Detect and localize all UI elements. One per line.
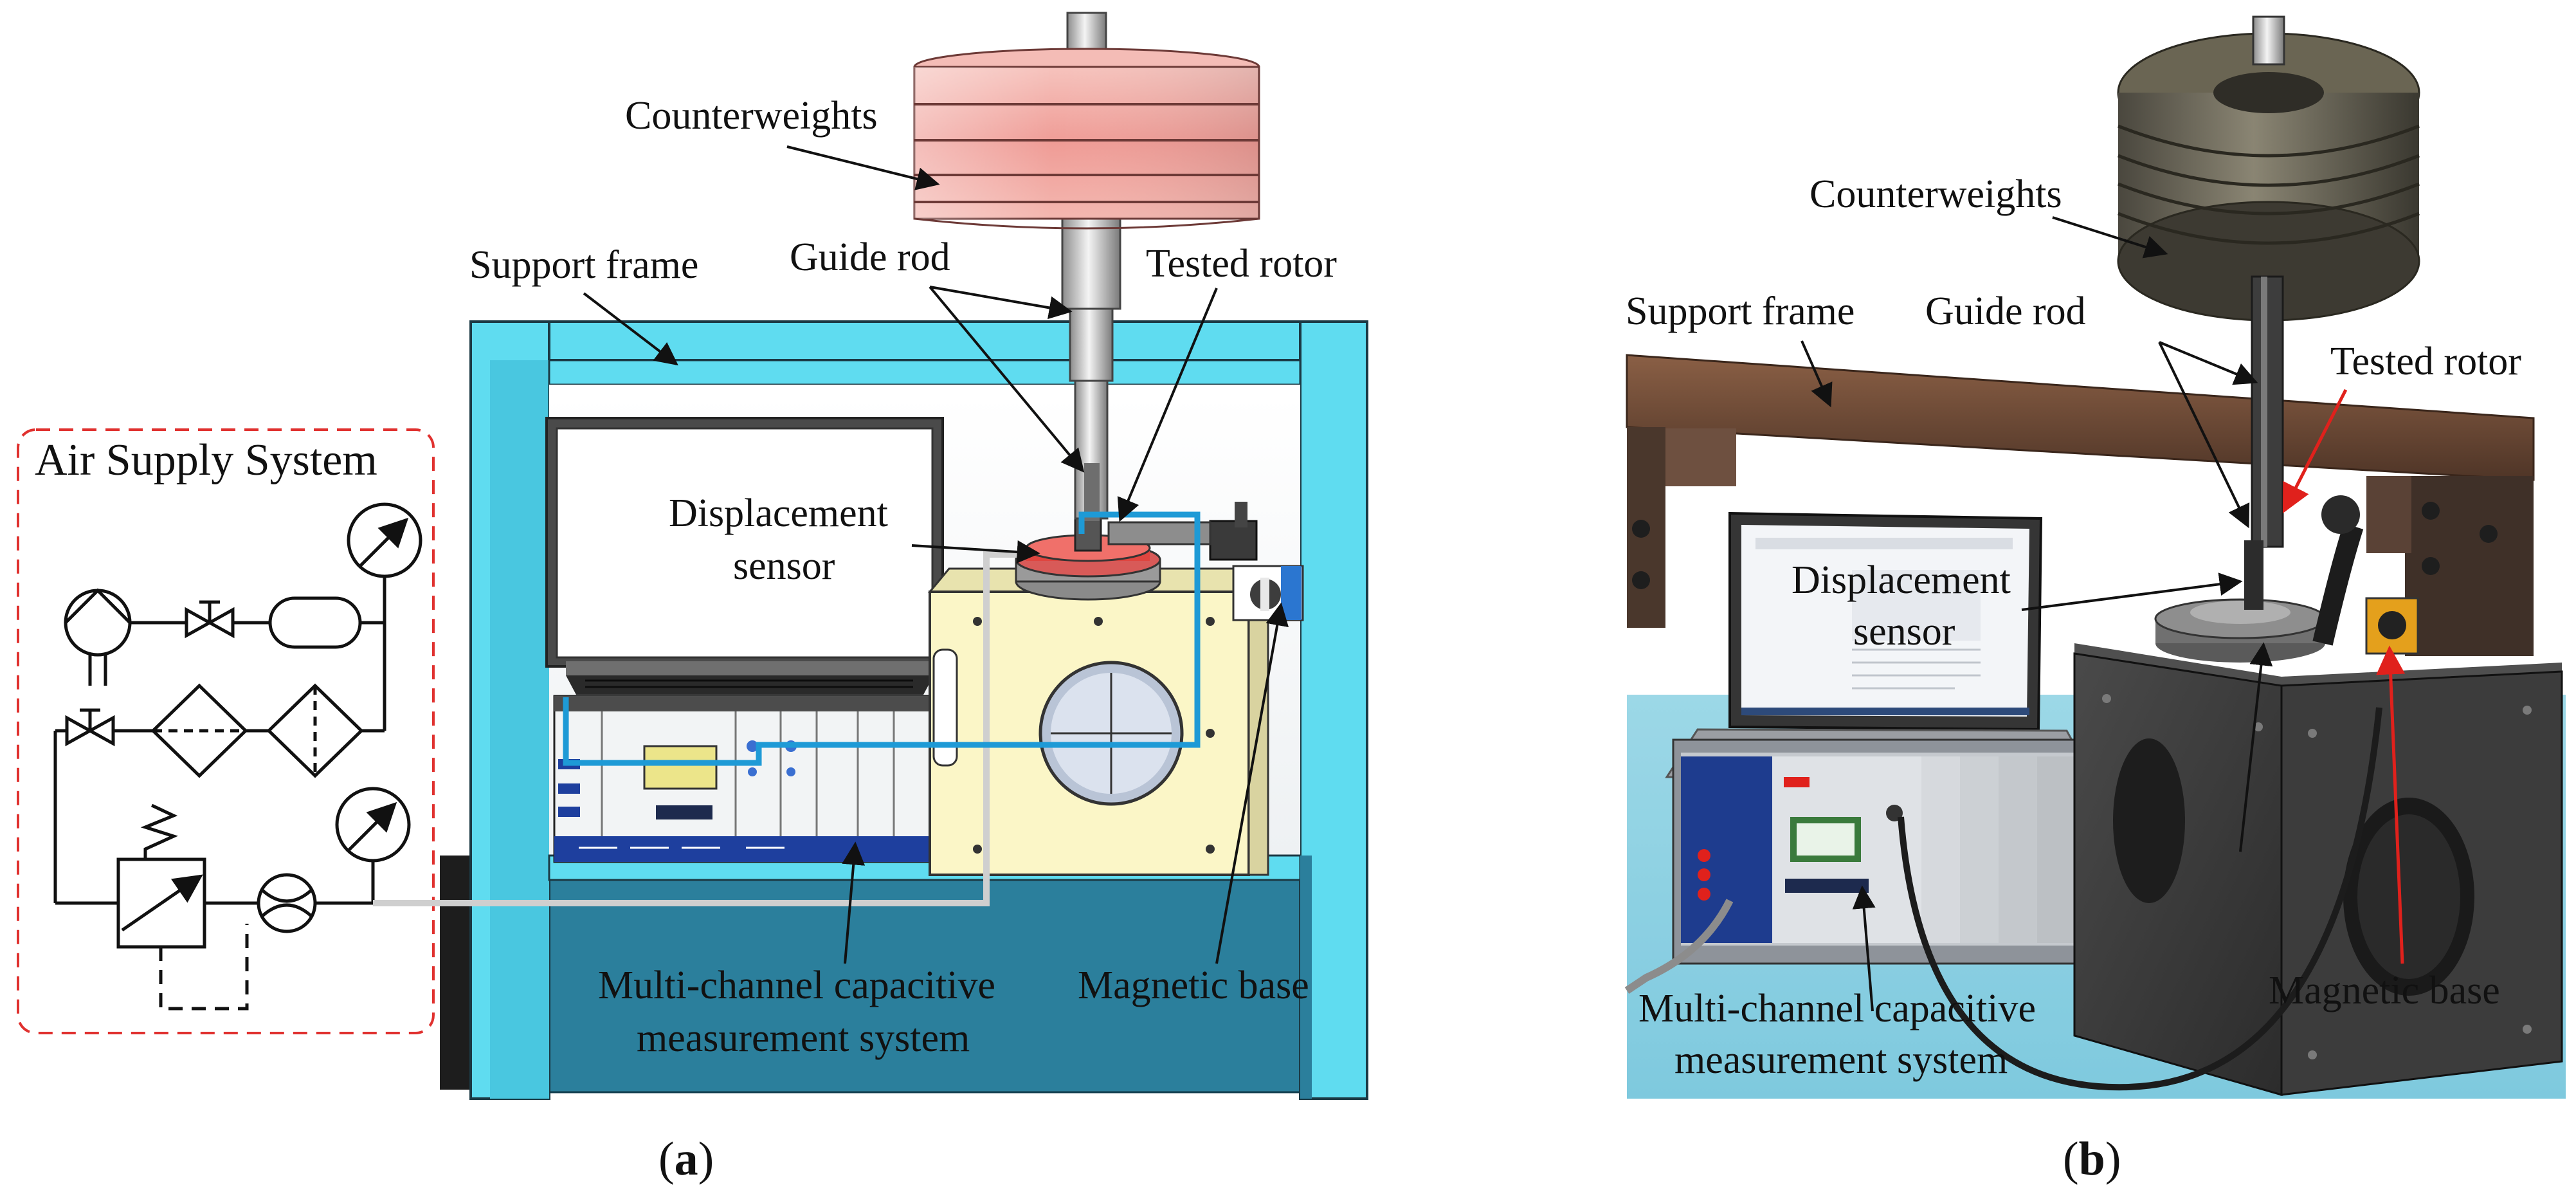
filter-symbol-right: [266, 683, 364, 778]
tested-rotor-b: [2154, 540, 2327, 663]
caption-a-letter: a: [675, 1133, 698, 1185]
label-b-measurement-system-1: Multi-channel capacitive: [1638, 987, 2036, 1030]
flow-meter-symbol: [257, 873, 317, 933]
laptop-a: [545, 417, 944, 695]
measurement-rack-b: [1672, 738, 2085, 965]
tested-rotor-a: [1015, 516, 1161, 601]
air-line-a: [373, 551, 1029, 906]
panel-b: [1624, 15, 2566, 1099]
pneumatic-schematic: [53, 502, 422, 1011]
magnetic-base-a: [1107, 502, 1304, 621]
counterweights-a: [913, 48, 1260, 230]
leader-lines-a: [583, 145, 1289, 964]
pressure-regulator-symbol: [116, 803, 249, 1011]
pressure-gauge-bottom: [335, 787, 411, 863]
sensor-housing-block: [927, 567, 1271, 876]
label-a-displacement-sensor-2: sensor: [733, 544, 835, 588]
label-a-support-frame: Support frame: [469, 243, 698, 287]
granite-block-b: [2073, 643, 2563, 1096]
counterweights-b: [2117, 15, 2420, 322]
label-b-tested-rotor: Tested rotor: [2330, 340, 2521, 383]
label-a-air-supply-system: Air Supply System: [35, 435, 377, 485]
support-frame-b: [1626, 354, 2535, 656]
cable-black-b: [1898, 707, 2382, 1091]
magnetic-base-b: [2312, 495, 2419, 655]
filter-symbol-left: [150, 683, 248, 778]
label-b-measurement-system-2: measurement system: [1674, 1038, 2008, 1082]
label-a-displacement-sensor-1: Displacement: [669, 491, 888, 535]
caption-a: (a): [658, 1133, 714, 1185]
valve-symbol-left: [65, 708, 115, 747]
signal-cable-a: [563, 511, 1201, 766]
label-a-measurement-system-1: Multi-channel capacitive: [598, 964, 995, 1007]
label-a-counterweights: Counterweights: [625, 94, 878, 138]
pressure-gauge-top: [347, 502, 422, 578]
leader-lines-b: [1800, 216, 2406, 1012]
air-tank-symbol: [268, 596, 362, 649]
label-b-displacement-sensor-1: Displacement: [1791, 558, 2011, 602]
label-b-counterweights: Counterweights: [1810, 172, 2062, 216]
valve-symbol-top: [185, 600, 235, 639]
label-b-support-frame: Support frame: [1626, 289, 1855, 333]
cable-gray-b: [1624, 899, 1734, 994]
air-supply-box: [17, 428, 435, 1034]
panel-a: [17, 12, 1368, 1100]
label-a-measurement-system-2: measurement system: [637, 1016, 970, 1060]
compressor-symbol: [64, 589, 132, 657]
caption-b-letter: b: [2079, 1133, 2105, 1185]
label-b-guide-rod: Guide rod: [1925, 289, 2086, 333]
measurement-rack-a: [553, 695, 939, 863]
label-a-guide-rod: Guide rod: [790, 235, 950, 279]
label-b-displacement-sensor-2: sensor: [1853, 610, 1955, 654]
label-b-magnetic-base: Magnetic base: [2269, 969, 2500, 1012]
label-a-tested-rotor: Tested rotor: [1146, 242, 1337, 286]
caption-b: (b): [2063, 1133, 2121, 1185]
label-a-magnetic-base: Magnetic base: [1078, 964, 1309, 1007]
